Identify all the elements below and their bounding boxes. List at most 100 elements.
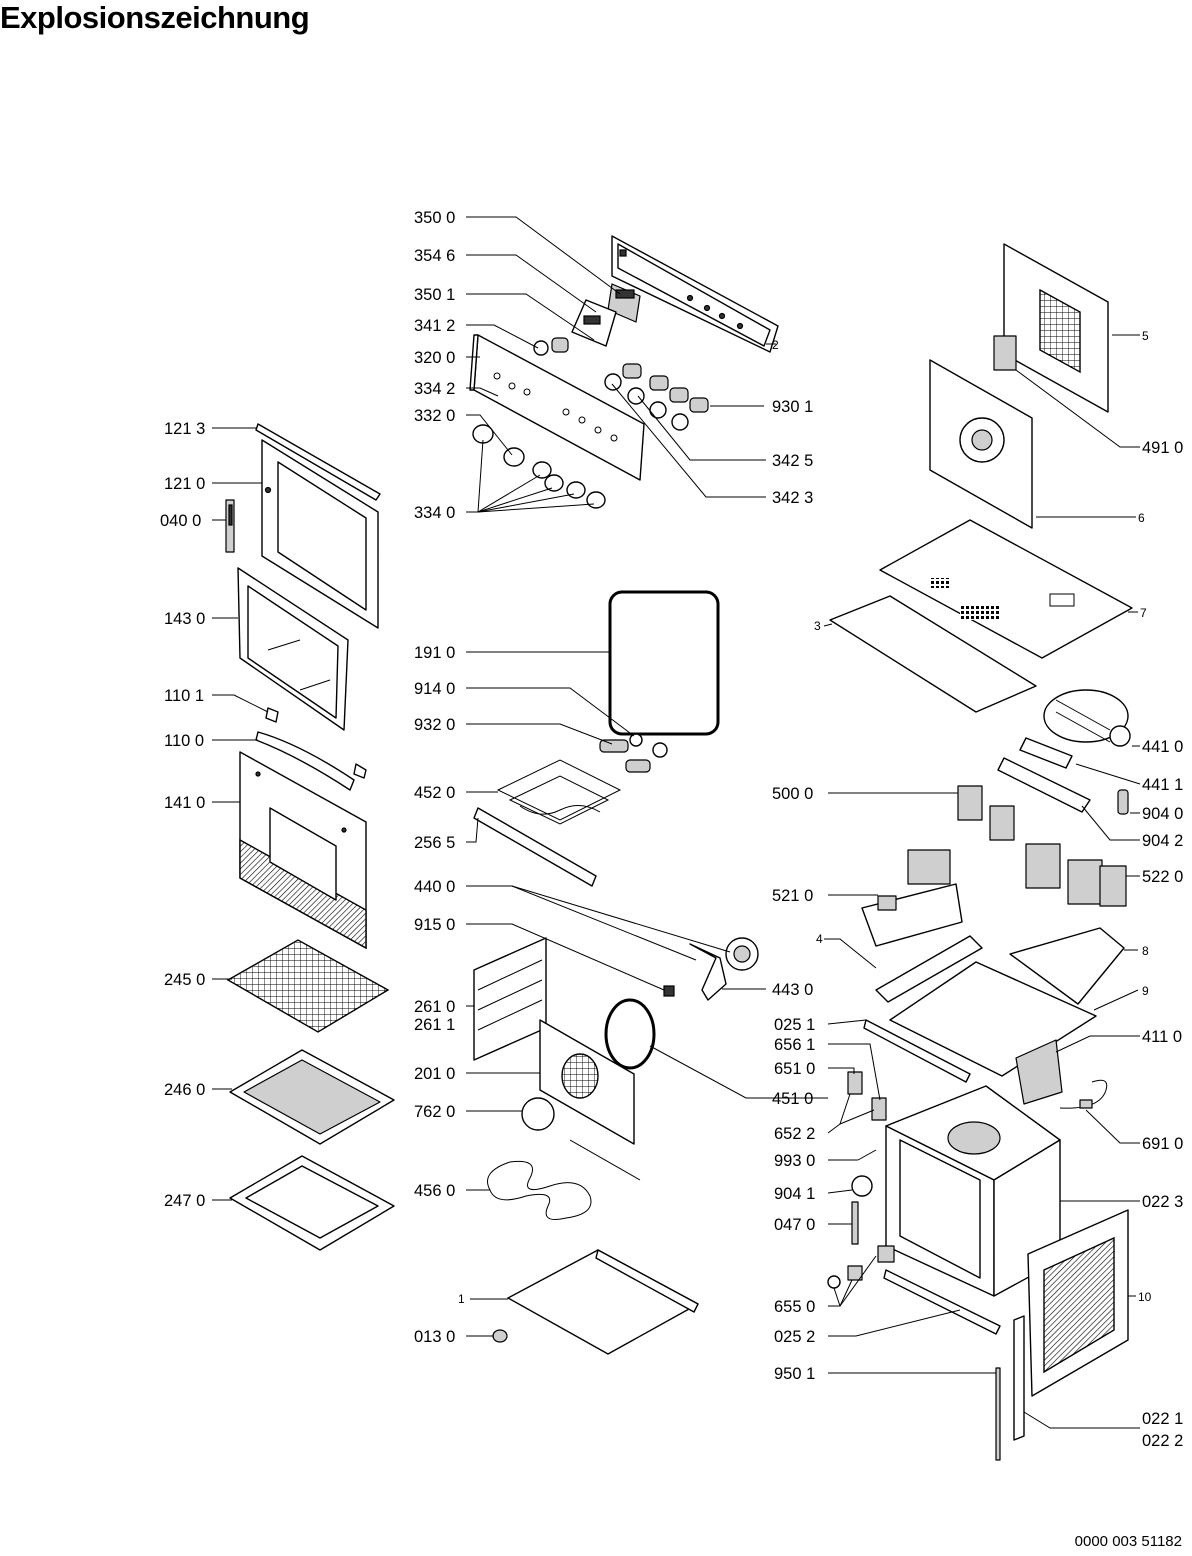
label-121-3: 121 3 bbox=[164, 420, 205, 438]
label-9: 9 bbox=[1142, 984, 1149, 998]
label-914-0: 914 0 bbox=[414, 680, 455, 698]
label-245-0: 245 0 bbox=[164, 971, 205, 989]
front-rail-lower bbox=[883, 1269, 1001, 1335]
label-1: 1 bbox=[458, 1292, 465, 1306]
label-993-0: 993 0 bbox=[774, 1152, 815, 1170]
bracket bbox=[851, 1201, 859, 1245]
door-top-trim bbox=[255, 423, 381, 501]
power-board bbox=[861, 849, 963, 947]
label-047-0: 047 0 bbox=[774, 1216, 815, 1234]
label-440-0: 440 0 bbox=[414, 878, 455, 896]
label-022-2: 022 2 bbox=[1142, 1432, 1183, 1450]
label-022-1: 022 1 bbox=[1142, 1410, 1183, 1428]
insulation-sheet bbox=[829, 595, 1037, 713]
label-334-2: 334 2 bbox=[414, 380, 455, 398]
label-521-0: 521 0 bbox=[772, 887, 813, 905]
label-5: 5 bbox=[1142, 329, 1149, 343]
label-904-2: 904 2 bbox=[1142, 832, 1183, 850]
lamp-holder bbox=[851, 1175, 873, 1197]
label-932-0: 932 0 bbox=[414, 716, 455, 734]
label-762-0: 762 0 bbox=[414, 1103, 455, 1121]
bottom-panel bbox=[507, 1249, 699, 1355]
label-025-1: 025 1 bbox=[774, 1016, 815, 1034]
label-022-3: 022 3 bbox=[1142, 1193, 1183, 1211]
knob-springs-and-washers bbox=[533, 337, 709, 431]
door-hinge bbox=[225, 499, 235, 553]
label-656-1: 656 1 bbox=[774, 1036, 815, 1054]
lamp-parts bbox=[599, 733, 668, 773]
label-441-1: 441 1 bbox=[1142, 776, 1183, 794]
door-inner-glass bbox=[237, 567, 349, 731]
label-247-0: 247 0 bbox=[164, 1192, 205, 1210]
rear-wall bbox=[929, 359, 1033, 529]
label-4: 4 bbox=[816, 932, 823, 946]
label-143-0: 143 0 bbox=[164, 610, 205, 628]
label-246-0: 246 0 bbox=[164, 1081, 205, 1099]
label-441-0: 441 0 bbox=[1142, 738, 1183, 756]
lower-heating-element bbox=[487, 1139, 641, 1220]
label-332-0: 332 0 bbox=[414, 407, 455, 425]
thermostat bbox=[1015, 1039, 1063, 1105]
label-651-0: 651 0 bbox=[774, 1060, 815, 1078]
label-691-0: 691 0 bbox=[1142, 1135, 1183, 1153]
label-930-1: 930 1 bbox=[772, 398, 813, 416]
terminal-board bbox=[1019, 737, 1073, 769]
front-rail-upper bbox=[863, 1019, 971, 1083]
label-201-0: 201 0 bbox=[414, 1065, 455, 1083]
lamp-switch-set bbox=[827, 1245, 895, 1289]
control-panel-frame bbox=[611, 235, 779, 353]
relay-boards bbox=[957, 785, 1127, 907]
control-board bbox=[875, 935, 983, 1003]
label-452-0: 452 0 bbox=[414, 784, 455, 802]
oven-cavity bbox=[885, 1085, 1061, 1297]
label-411-0: 411 0 bbox=[1142, 1028, 1182, 1046]
label-500-0: 500 0 bbox=[772, 785, 813, 803]
label-320-0: 320 0 bbox=[414, 349, 455, 367]
label-3: 3 bbox=[814, 619, 821, 633]
label-350-1: 350 1 bbox=[414, 286, 455, 304]
label-6: 6 bbox=[1138, 511, 1145, 525]
front-frame bbox=[1027, 1209, 1129, 1397]
label-121-0: 121 0 bbox=[164, 475, 205, 493]
document-number: 0000 003 51182 bbox=[1074, 1533, 1182, 1550]
foot bbox=[492, 1329, 508, 1343]
side-rails bbox=[473, 937, 547, 1061]
label-491-0: 491 0 bbox=[1142, 439, 1183, 457]
rear-fan-cover bbox=[539, 1019, 635, 1145]
vertical-strip bbox=[995, 1367, 1001, 1461]
part-labels: 350 0 354 6 350 1 341 2 320 0 334 2 332 … bbox=[160, 209, 1183, 1450]
switches bbox=[847, 1071, 887, 1121]
label-2: 2 bbox=[772, 338, 779, 352]
display-board bbox=[571, 299, 617, 347]
probe-wire bbox=[1059, 1079, 1108, 1109]
fan-motor-cooling bbox=[993, 335, 1017, 371]
door-handle bbox=[255, 731, 355, 791]
fan-motor-assembly bbox=[663, 937, 759, 1001]
label-040-0: 040 0 bbox=[160, 512, 201, 530]
label-7: 7 bbox=[1140, 606, 1147, 620]
control-panel-fascia bbox=[469, 334, 645, 481]
fan-cover-plate bbox=[521, 1097, 555, 1131]
leader-lines bbox=[212, 216, 1141, 1429]
top-cover bbox=[879, 519, 1133, 659]
grill-element bbox=[496, 759, 622, 825]
insulating-plate bbox=[997, 757, 1091, 813]
top-shield bbox=[1009, 927, 1125, 1005]
front-strip-left bbox=[1013, 1315, 1025, 1441]
door-handle-supports bbox=[265, 707, 367, 779]
label-141-0: 141 0 bbox=[164, 794, 205, 812]
label-191-0: 191 0 bbox=[414, 644, 455, 662]
label-904-1: 904 1 bbox=[774, 1185, 815, 1203]
page-title: Explosionszeichnung bbox=[0, 0, 310, 35]
label-915-0: 915 0 bbox=[414, 916, 455, 934]
lamp-cover-screw bbox=[857, 1149, 877, 1161]
label-8: 8 bbox=[1142, 944, 1149, 958]
label-456-0: 456 0 bbox=[414, 1182, 455, 1200]
label-342-3: 342 3 bbox=[772, 489, 813, 507]
label-261-1: 261 1 bbox=[414, 1016, 455, 1034]
label-522-0: 522 0 bbox=[1142, 868, 1183, 886]
label-652-2: 652 2 bbox=[774, 1125, 815, 1143]
probe-socket bbox=[1117, 789, 1129, 815]
rear-cover bbox=[1003, 243, 1109, 413]
